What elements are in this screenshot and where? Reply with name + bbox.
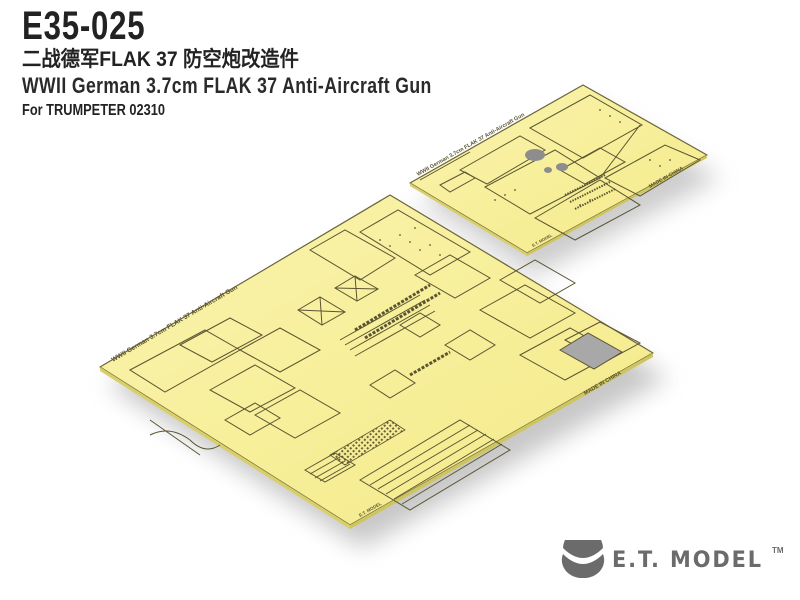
title-english: WWII German 3.7cm FLAK 37 Anti-Aircraft … bbox=[22, 73, 432, 98]
brand-logo: E.T. MODEL TM bbox=[560, 540, 784, 580]
fret-small: WWII German 3.7cm FLAK 37 Anti-Aircraft … bbox=[409, 84, 708, 256]
title-chinese: 二战德军FLAK 37 防空炮改造件 bbox=[22, 48, 299, 71]
product-code: E35-025 bbox=[22, 4, 146, 48]
trademark-mark: TM bbox=[771, 545, 784, 555]
fret-large: WWII German 3.7cm FLAK 37 Anti-Aircraft … bbox=[99, 194, 654, 529]
compatibility-note: For TRUMPETER 02310 bbox=[22, 102, 165, 119]
brand-name: E.T. MODEL bbox=[612, 547, 764, 573]
et-model-logo-icon bbox=[561, 540, 605, 579]
